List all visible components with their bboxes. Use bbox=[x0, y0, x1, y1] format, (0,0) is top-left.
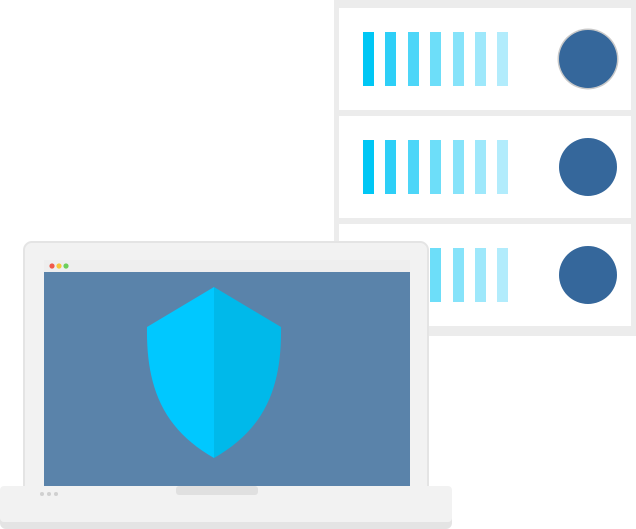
status-led-bar bbox=[475, 32, 486, 86]
base-dot bbox=[40, 492, 44, 496]
shield-left-half bbox=[146, 287, 214, 458]
status-led-bar bbox=[430, 32, 442, 86]
status-led-bar bbox=[385, 140, 397, 194]
status-led-bar bbox=[430, 248, 442, 302]
power-light-icon bbox=[559, 246, 617, 304]
status-led-bar bbox=[452, 248, 464, 302]
power-light-icon bbox=[559, 30, 617, 88]
trackpad-notch bbox=[176, 486, 258, 495]
status-led-bar bbox=[363, 32, 374, 86]
maximize-dot-icon bbox=[63, 263, 69, 269]
status-led-bar bbox=[497, 140, 509, 194]
status-led-bar bbox=[452, 32, 464, 86]
close-dot-icon bbox=[49, 263, 55, 269]
server-unit bbox=[339, 8, 631, 110]
laptop-icon bbox=[0, 240, 452, 529]
security-shield-icon bbox=[146, 287, 282, 458]
laptop-base bbox=[0, 486, 452, 522]
power-light-icon bbox=[559, 138, 617, 196]
base-dot bbox=[54, 492, 58, 496]
base-dot bbox=[47, 492, 51, 496]
shield-right-half bbox=[214, 287, 282, 458]
status-led-bar bbox=[497, 248, 509, 302]
status-led-bar bbox=[497, 32, 509, 86]
status-led-bar bbox=[452, 140, 464, 194]
laptop-drawing bbox=[0, 241, 452, 529]
status-led-bar bbox=[385, 32, 397, 86]
status-led-bar bbox=[407, 32, 419, 86]
status-led-bar bbox=[407, 140, 419, 194]
server-unit bbox=[339, 116, 631, 218]
minimize-dot-icon bbox=[56, 263, 62, 269]
browser-bar bbox=[44, 260, 410, 272]
status-led-bar bbox=[363, 140, 374, 194]
status-led-bar bbox=[475, 248, 486, 302]
status-led-bar bbox=[430, 140, 442, 194]
status-led-bar bbox=[475, 140, 486, 194]
